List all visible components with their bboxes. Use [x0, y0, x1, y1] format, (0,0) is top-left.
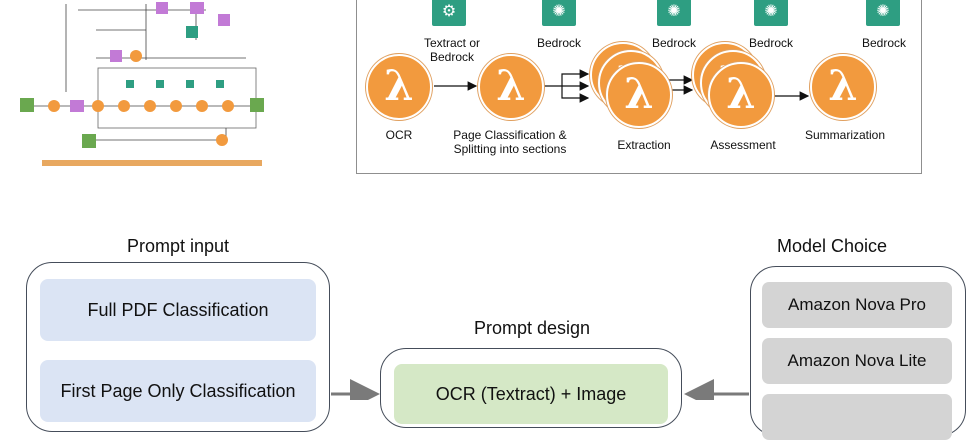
- step-label-summarization: Summarization: [804, 128, 886, 142]
- option-model-3[interactable]: [762, 394, 952, 440]
- option-ocr-textract-image[interactable]: OCR (Textract) + Image: [394, 364, 668, 424]
- lambda-icon: λ: [606, 62, 672, 128]
- textract-icon: ⚙: [432, 0, 466, 26]
- step-label-classification: Page Classification & Splitting into sec…: [453, 128, 567, 156]
- service-label: Bedrock: [651, 36, 697, 50]
- model-choice-title: Model Choice: [776, 236, 888, 256]
- architecture-thumbnail: [20, 2, 264, 166]
- service-label: Textract or Bedrock: [423, 36, 480, 64]
- option-first-page-only-classification[interactable]: First Page Only Classification: [40, 360, 316, 422]
- lambda-icon: λ: [708, 62, 774, 128]
- service-label: Bedrock: [536, 36, 582, 50]
- prompt-design-title: Prompt design: [473, 318, 591, 338]
- pipeline-arrows: [434, 69, 810, 103]
- bedrock-brain-icon: ✺: [542, 0, 576, 26]
- lambda-icon: λ: [478, 54, 544, 120]
- step-label-extraction: Extraction: [617, 138, 671, 152]
- lambda-icon: λ: [366, 54, 432, 120]
- service-label: Bedrock: [748, 36, 794, 50]
- bedrock-brain-icon: ✺: [657, 0, 691, 26]
- lambda-icon: λ: [810, 54, 876, 120]
- option-full-pdf-classification[interactable]: Full PDF Classification: [40, 279, 316, 341]
- step-label-ocr: OCR: [385, 128, 413, 142]
- option-amazon-nova-pro[interactable]: Amazon Nova Pro: [762, 282, 952, 328]
- bedrock-brain-icon: ✺: [866, 0, 900, 26]
- bedrock-brain-icon: ✺: [754, 0, 788, 26]
- prompt-input-title: Prompt input: [126, 236, 230, 256]
- option-amazon-nova-lite[interactable]: Amazon Nova Lite: [762, 338, 952, 384]
- pipeline-frame: [356, 0, 922, 174]
- service-label: Bedrock: [861, 36, 907, 50]
- step-label-assessment: Assessment: [710, 138, 776, 152]
